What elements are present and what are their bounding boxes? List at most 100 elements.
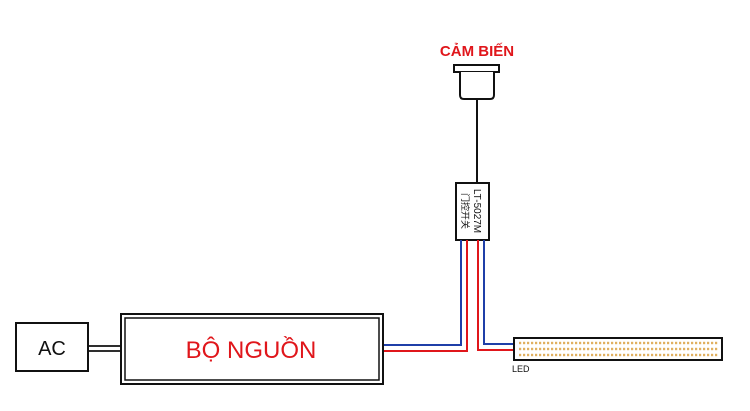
led-chip: [671, 353, 674, 357]
led-chip: [563, 353, 566, 357]
led-chip: [695, 347, 698, 351]
led-chip: [523, 353, 526, 357]
wire-blue-right: [483, 240, 514, 345]
led-chip: [647, 341, 650, 345]
power-to-controller-wires: [382, 240, 468, 352]
led-chip: [611, 347, 614, 351]
led-chip: [519, 347, 522, 351]
led-chip: [563, 347, 566, 351]
led-chip: [595, 341, 598, 345]
led-chip: [527, 347, 530, 351]
led-chip: [619, 341, 622, 345]
led-chip: [579, 341, 582, 345]
led-chip: [655, 353, 658, 357]
wire-blue-left: [382, 240, 462, 346]
led-chip: [703, 353, 706, 357]
led-chip: [623, 347, 626, 351]
ac-cable: [88, 345, 121, 352]
led-chip: [615, 353, 618, 357]
led-chip: [679, 353, 682, 357]
led-chip: [619, 353, 622, 357]
led-strip: [513, 337, 723, 361]
led-chip: [535, 347, 538, 351]
led-chip: [631, 347, 634, 351]
led-chip: [639, 353, 642, 357]
led-chip: [695, 353, 698, 357]
power-supply-label: BỘ NGUỒN: [186, 336, 317, 364]
led-chip: [603, 341, 606, 345]
led-chip: [667, 341, 670, 345]
led-chip: [659, 341, 662, 345]
led-chip: [707, 347, 710, 351]
led-chip: [707, 353, 710, 357]
led-chip: [675, 347, 678, 351]
led-chip: [711, 353, 714, 357]
led-chip: [611, 341, 614, 345]
led-chip: [635, 347, 638, 351]
led-chip: [711, 341, 714, 345]
led-chip: [715, 353, 718, 357]
led-chip: [591, 347, 594, 351]
led-chip: [687, 347, 690, 351]
led-dots: [519, 341, 718, 357]
led-chip: [539, 341, 542, 345]
led-chip: [603, 347, 606, 351]
sensor-icon: [453, 64, 500, 100]
led-chip: [575, 353, 578, 357]
led-chip: [627, 347, 630, 351]
led-chip: [563, 341, 566, 345]
led-chip: [595, 347, 598, 351]
led-chip: [547, 341, 550, 345]
led-chip: [519, 353, 522, 357]
led-chip: [551, 341, 554, 345]
led-chip: [543, 347, 546, 351]
led-chip: [615, 347, 618, 351]
led-chip: [587, 353, 590, 357]
led-chip: [679, 347, 682, 351]
led-chip: [615, 341, 618, 345]
led-chip: [599, 353, 602, 357]
led-chip: [531, 341, 534, 345]
led-chip: [623, 353, 626, 357]
led-chip: [687, 353, 690, 357]
led-chip: [699, 347, 702, 351]
led-chip: [699, 353, 702, 357]
led-chip: [555, 347, 558, 351]
controller-to-led-wires: [477, 240, 514, 351]
led-chip: [711, 347, 714, 351]
led-chip: [567, 341, 570, 345]
led-chip: [663, 353, 666, 357]
led-chip: [691, 353, 694, 357]
wire-red-left: [382, 240, 468, 352]
led-chip: [523, 341, 526, 345]
led-chip: [647, 347, 650, 351]
led-chip: [555, 341, 558, 345]
led-chip: [571, 341, 574, 345]
led-chip: [691, 341, 694, 345]
ac-box: [15, 322, 89, 372]
led-chip: [527, 341, 530, 345]
led-chip: [539, 353, 542, 357]
led-chip: [535, 341, 538, 345]
led-chip: [671, 347, 674, 351]
led-chip: [531, 353, 534, 357]
led-chip: [659, 353, 662, 357]
led-chip: [559, 347, 562, 351]
led-chip: [639, 341, 642, 345]
led-chip: [623, 341, 626, 345]
led-label: LED: [512, 364, 530, 374]
led-chip: [539, 347, 542, 351]
power-supply-box: [120, 313, 384, 385]
led-chip: [663, 347, 666, 351]
led-chip: [651, 347, 654, 351]
led-chip: [567, 353, 570, 357]
led-chip: [587, 347, 590, 351]
led-chip: [703, 347, 706, 351]
sensor-label: CẢM BIẾN: [440, 43, 514, 60]
led-chip: [611, 353, 614, 357]
led-chip: [575, 347, 578, 351]
led-chip: [647, 353, 650, 357]
led-chip: [655, 347, 658, 351]
led-chip: [591, 353, 594, 357]
